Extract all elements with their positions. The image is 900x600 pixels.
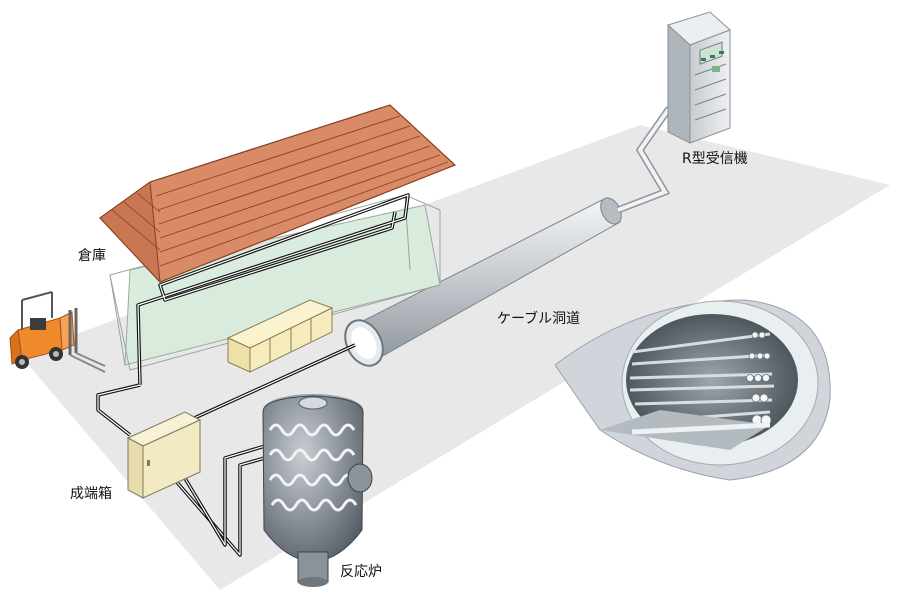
cable-tunnel — [344, 197, 622, 367]
reactor-icon — [262, 394, 373, 587]
terminal-box-icon — [126, 411, 202, 499]
warehouse-building — [109, 193, 441, 386]
ground-plane — [20, 125, 890, 590]
warehouse-label: 倉庫 — [78, 248, 106, 264]
receiver-label: R型受信機 — [682, 151, 748, 167]
warehouse-roof — [99, 104, 457, 284]
terminal-box-label: 成端箱 — [70, 486, 112, 502]
reactor-label: 反応炉 — [340, 564, 382, 580]
forklift-icon — [9, 291, 106, 373]
cable-tunnel-label: ケーブル洞道 — [497, 311, 581, 327]
stored-boxes — [226, 299, 334, 373]
receiver-cabinet-icon — [667, 11, 731, 144]
tunnel-cross-section-icon — [554, 299, 831, 481]
